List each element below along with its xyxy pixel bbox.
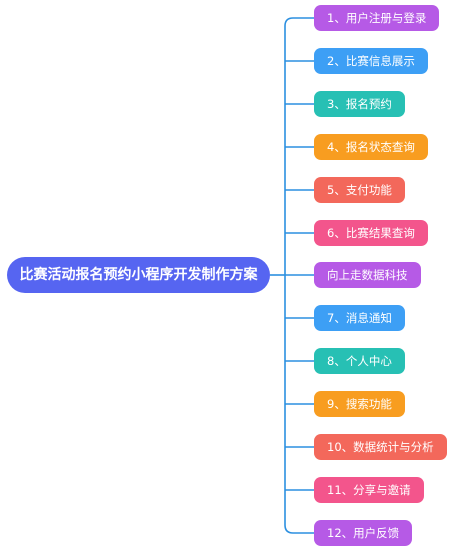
branch-node[interactable]: 7、消息通知 (314, 305, 405, 331)
branch-node[interactable]: 3、报名预约 (314, 91, 405, 117)
branch-node[interactable]: 向上走数据科技 (314, 262, 421, 288)
branch-node[interactable]: 11、分享与邀请 (314, 477, 424, 503)
branch-node[interactable]: 2、比赛信息展示 (314, 48, 428, 74)
branch-connector (284, 524, 314, 534)
branch-node[interactable]: 1、用户注册与登录 (314, 5, 440, 31)
branch-node[interactable]: 12、用户反馈 (314, 520, 413, 546)
branch-node[interactable]: 8、个人中心 (314, 348, 405, 374)
root-node[interactable]: 比赛活动报名预约小程序开发制作方案 (7, 257, 270, 293)
branch-node[interactable]: 10、数据统计与分析 (314, 434, 447, 460)
branch-connector (284, 17, 314, 27)
branch-node[interactable]: 9、搜索功能 (314, 391, 405, 417)
branch-node[interactable]: 5、支付功能 (314, 177, 405, 203)
branch-node[interactable]: 4、报名状态查询 (314, 134, 428, 160)
branch-node[interactable]: 6、比赛结果查询 (314, 220, 428, 246)
